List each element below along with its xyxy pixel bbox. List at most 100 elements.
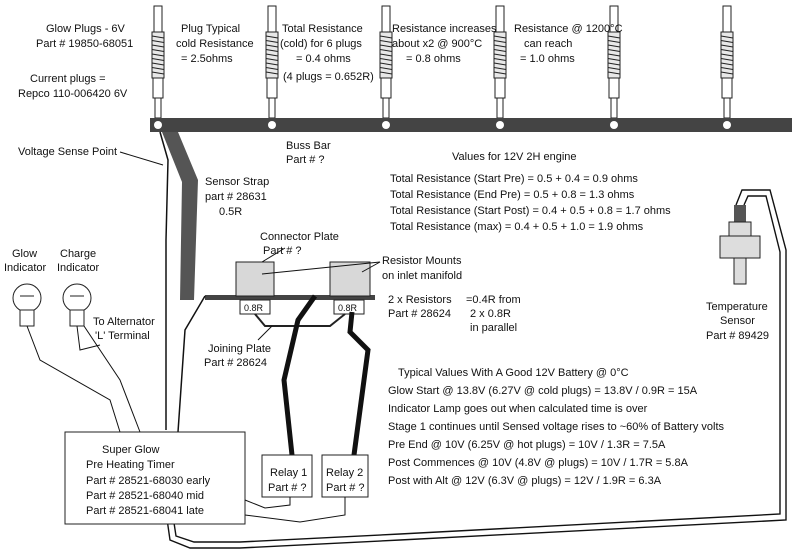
glow-plug bbox=[720, 5, 734, 119]
sensor-strap-value: 0.5R bbox=[219, 206, 242, 218]
charge-indicator-wire-2 bbox=[83, 325, 141, 433]
resistors-line3: =0.4R from bbox=[466, 294, 521, 306]
typical-line-6: Post with Alt @ 12V (6.3V @ plugs) = 12V… bbox=[388, 475, 662, 487]
charge-indicator-label-1: Charge bbox=[60, 248, 96, 260]
res-increase-3: = 0.8 ohms bbox=[406, 53, 461, 65]
current-plugs-2: Repco 110-006420 6V bbox=[18, 88, 128, 100]
resistors-note: 2 x Resistors Part # 28624 =0.4R from 2 … bbox=[388, 294, 521, 334]
typical-line-1: Glow Start @ 13.8V (6.27V @ cold plugs) … bbox=[388, 385, 698, 397]
connector-plate bbox=[205, 295, 375, 300]
timer-subtitle: Pre Heating Timer bbox=[86, 459, 175, 471]
plug-typical-3: = 2.5ohms bbox=[181, 53, 233, 65]
wire-timer-relay-1 bbox=[244, 497, 291, 509]
resistor-label-2: 0.8R bbox=[338, 303, 358, 313]
typical-line-2: Indicator Lamp goes out when calculated … bbox=[388, 403, 648, 415]
res-1200-2: can reach bbox=[524, 38, 572, 50]
glow-indicator-label-1: Glow bbox=[12, 248, 37, 260]
charge-indicator-label-2: Indicator bbox=[57, 262, 100, 274]
resistor-mount-pointer-1 bbox=[261, 261, 381, 275]
temp-sensor-line2: Sensor bbox=[720, 315, 755, 327]
total-res-3: = 0.4 ohms bbox=[296, 53, 351, 65]
typical-line-3: Stage 1 continues until Sensed voltage r… bbox=[388, 421, 725, 433]
sensor-strap-title: Sensor Strap bbox=[205, 176, 269, 188]
resistor-mounts-1: Resistor Mounts bbox=[382, 255, 462, 267]
glow-indicator-wire bbox=[26, 325, 121, 433]
total-res-4: (4 plugs = 0.652R) bbox=[283, 71, 374, 83]
typical-title: Typical Values With A Good 12V Battery @… bbox=[398, 367, 629, 379]
charge-indicator-wire bbox=[76, 325, 101, 351]
wire-plate-to-timer bbox=[177, 295, 206, 433]
plug-typical-2: cold Resistance bbox=[176, 38, 254, 50]
sensor-strap-part: part # 28631 bbox=[205, 191, 267, 203]
timer-part-2: Part # 28521-68040 mid bbox=[86, 490, 204, 502]
relay-2-name: Relay 2 bbox=[326, 467, 363, 479]
relay-2 bbox=[321, 454, 369, 498]
buss-bar-part: Part # ? bbox=[286, 154, 325, 166]
glow-plugs-part: Part # 19850-68051 bbox=[36, 38, 133, 50]
buss-bar bbox=[150, 118, 792, 132]
sensor-strap bbox=[162, 132, 198, 300]
glow-plug bbox=[379, 5, 393, 119]
total-res-2: (cold) for 6 plugs bbox=[280, 38, 362, 50]
engine-value-2: Total Resistance (End Pre) = 0.5 + 0.8 =… bbox=[390, 189, 635, 201]
resistors-line4: 2 x 0.8R bbox=[470, 308, 511, 320]
buss-bar-terminals bbox=[154, 121, 731, 129]
connector-plate-part: Part # ? bbox=[263, 245, 302, 257]
res-increase-2: about x2 @ 900°C bbox=[392, 38, 482, 50]
sensor-loop-wire-inner bbox=[165, 195, 781, 543]
timer-part-1: Part # 28521-68030 early bbox=[86, 475, 211, 487]
resistor-mount-1 bbox=[235, 261, 275, 297]
sensor-loop-wire-outer bbox=[159, 189, 787, 549]
alternator-label-2: 'L' Terminal bbox=[95, 330, 150, 342]
engine-values: Values for 12V 2H engine Total Resistanc… bbox=[390, 151, 671, 233]
resistors-line1: 2 x Resistors bbox=[388, 294, 452, 306]
resistor-block-2 bbox=[333, 299, 365, 315]
engine-value-3: Total Resistance (Start Post) = 0.4 + 0.… bbox=[390, 205, 671, 217]
glow-plugs-title: Glow Plugs - 6V bbox=[46, 23, 126, 35]
plug-annotations: Glow Plugs - 6V Part # 19850-68051 Plug … bbox=[18, 23, 623, 100]
res-1200-3: = 1.0 ohms bbox=[520, 53, 575, 65]
resistor-label-1: 0.8R bbox=[244, 303, 264, 313]
connector-pointer bbox=[261, 247, 286, 263]
plug-typical-1: Plug Typical bbox=[181, 23, 240, 35]
timer-text: Super Glow Pre Heating Timer Part # 2852… bbox=[86, 444, 211, 517]
glow-indicator-bulb bbox=[12, 283, 42, 327]
current-plugs-1: Current plugs = bbox=[30, 73, 106, 85]
voltage-sense-label: Voltage Sense Point bbox=[18, 146, 117, 158]
wire-timer-relay-2 bbox=[244, 497, 346, 523]
res-increase-1: Resistance increases bbox=[392, 23, 497, 35]
relay-2-part: Part # ? bbox=[326, 482, 365, 494]
heavy-wire-relay-1 bbox=[281, 294, 318, 456]
temperature-sensor bbox=[719, 205, 761, 285]
res-1200-1: Resistance @ 1200°C bbox=[514, 23, 623, 35]
heavy-wire-relay-2 bbox=[347, 311, 371, 456]
relay-1 bbox=[261, 454, 313, 498]
engine-values-title: Values for 12V 2H engine bbox=[452, 151, 577, 163]
resistor-mounts-2: on inlet manifold bbox=[382, 270, 462, 282]
resistor-mount-pointer-2 bbox=[361, 261, 381, 273]
temp-sensor-part: Part # 89429 bbox=[706, 330, 769, 342]
charge-indicator-bulb bbox=[62, 283, 92, 327]
timer-title: Super Glow bbox=[102, 444, 160, 456]
total-res-1: Total Resistance bbox=[282, 23, 363, 35]
glow-plug bbox=[493, 5, 507, 119]
typical-line-4: Pre End @ 10V (6.25V @ hot plugs) = 10V … bbox=[388, 439, 666, 451]
super-glow-timer bbox=[64, 431, 246, 525]
voltage-sense-pointer bbox=[119, 151, 164, 166]
relay-1-part: Part # ? bbox=[268, 482, 307, 494]
glow-plug bbox=[151, 5, 165, 119]
alternator-label-1: To Alternator bbox=[93, 316, 155, 328]
temp-sensor-title: Temperature bbox=[706, 301, 768, 313]
resistors-line5: in parallel bbox=[470, 322, 517, 334]
joining-plate-title: Joining Plate bbox=[208, 343, 271, 355]
voltage-sense-wire bbox=[159, 131, 169, 430]
glow-plugs bbox=[151, 5, 734, 119]
joining-plate-pointer bbox=[257, 325, 273, 341]
resistors-line2: Part # 28624 bbox=[388, 308, 451, 320]
resistor-mount-2 bbox=[329, 261, 371, 297]
glow-plug bbox=[607, 5, 621, 119]
joining-plate-part: Part # 28624 bbox=[204, 357, 267, 369]
timer-part-3: Part # 28521-68041 late bbox=[86, 505, 204, 517]
typical-values: Typical Values With A Good 12V Battery @… bbox=[388, 367, 725, 487]
engine-value-1: Total Resistance (Start Pre) = 0.5 + 0.4… bbox=[390, 173, 638, 185]
